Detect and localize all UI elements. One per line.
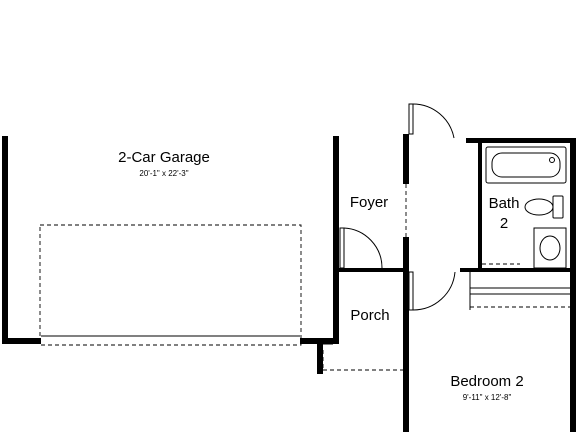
right-exterior-wall — [570, 138, 576, 432]
porch-label: Porch — [350, 307, 389, 324]
bedroom-dimensions: 9'-11" x 12'-8" — [463, 393, 512, 402]
bath-top-wall — [466, 138, 576, 143]
porch-post — [317, 344, 323, 374]
garage-label: 2-Car Garage — [118, 149, 210, 166]
garage-front-wall-right — [300, 338, 339, 344]
bath-left-wall — [478, 138, 482, 272]
bath-label-line1: Bath — [489, 195, 520, 212]
garage-front-wall-left — [2, 338, 41, 344]
foyer-left-wall-lower — [403, 237, 409, 432]
front-entry-door — [408, 103, 455, 139]
bedroom-closet — [469, 272, 570, 310]
foyer-label: Foyer — [350, 194, 388, 211]
bathtub — [485, 146, 567, 184]
porch-divider-wall — [339, 268, 403, 272]
garage — [2, 136, 339, 346]
garage-dimensions: 20'-1" x 22'-3" — [139, 169, 188, 178]
bath-label-line2: 2 — [500, 215, 508, 232]
interior-walls — [317, 134, 576, 432]
foyer-garage-door — [339, 227, 383, 269]
bedroom-label: Bedroom 2 — [450, 373, 523, 390]
bedroom-door — [408, 271, 456, 311]
porch-step — [322, 343, 403, 371]
bedroom-top-wall — [460, 268, 576, 272]
vanity-sink — [533, 227, 567, 269]
garage-parking-outline — [39, 224, 302, 346]
garage-left-wall — [2, 136, 8, 344]
toilet — [524, 195, 564, 219]
garage-right-wall — [333, 136, 339, 344]
foyer-left-wall — [403, 134, 409, 184]
